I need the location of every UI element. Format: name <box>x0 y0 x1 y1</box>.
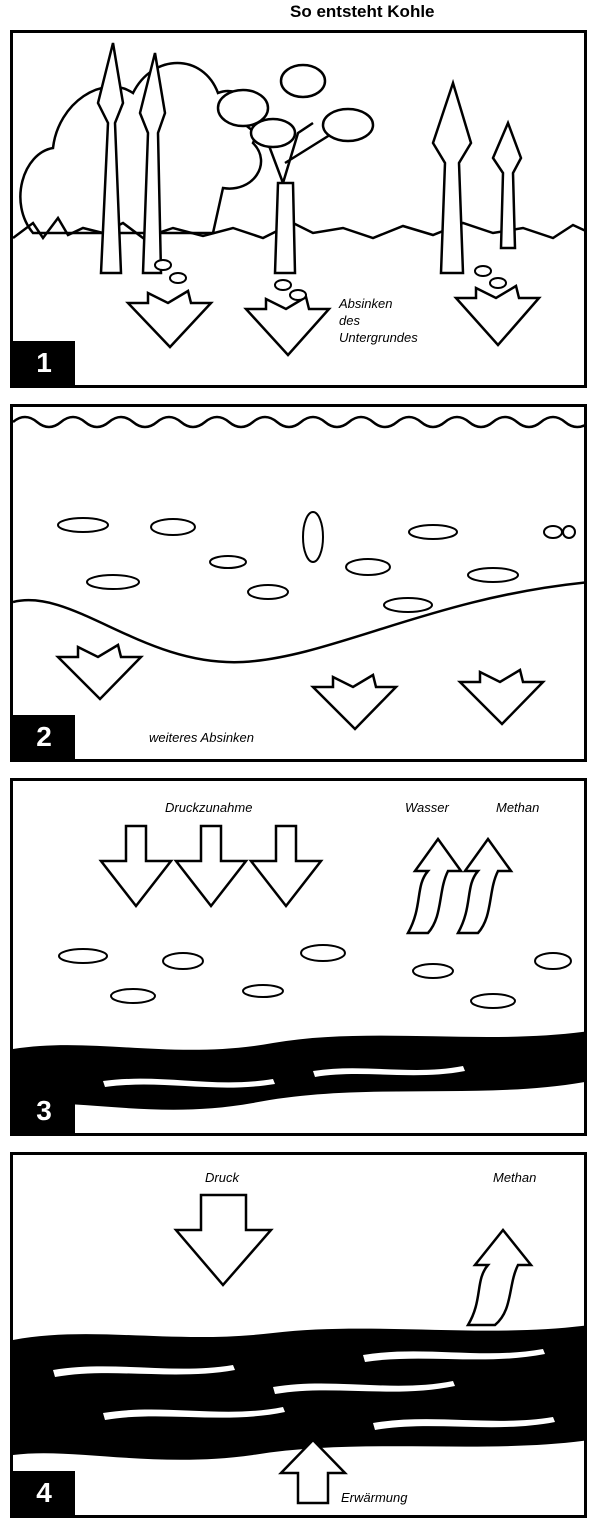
diagram-title: So entsteht Kohle <box>290 2 435 22</box>
label-druckzunahme: Druckzunahme <box>165 799 252 816</box>
panel-3: Druckzunahme Wasser Methan 3 <box>10 778 587 1136</box>
panel-number-1: 1 <box>13 341 75 385</box>
label-weiteres-absinken: weiteres Absinken <box>149 729 254 746</box>
label-methan-4: Methan <box>493 1169 536 1186</box>
panel-4: Druck Methan Erwärmung 4 <box>10 1152 587 1518</box>
panel-3-illustration <box>13 781 587 1136</box>
panel-2: weiteres Absinken 2 <box>10 404 587 762</box>
label-druck: Druck <box>205 1169 239 1186</box>
label-erwaermung: Erwärmung <box>341 1489 407 1506</box>
label-absinken-line3: Untergrundes <box>339 329 418 346</box>
panel-4-illustration <box>13 1155 587 1518</box>
panel-2-illustration <box>13 407 587 762</box>
label-wasser: Wasser <box>405 799 449 816</box>
label-absinken-line2: des <box>339 312 360 329</box>
panel-number-4: 4 <box>13 1471 75 1515</box>
label-absinken-line1: Absinken <box>339 295 392 312</box>
panel-1: Absinken des Untergrundes 1 <box>10 30 587 388</box>
panel-1-illustration <box>13 33 587 388</box>
panel-number-3: 3 <box>13 1089 75 1133</box>
label-methan-3: Methan <box>496 799 539 816</box>
panel-number-2: 2 <box>13 715 75 759</box>
